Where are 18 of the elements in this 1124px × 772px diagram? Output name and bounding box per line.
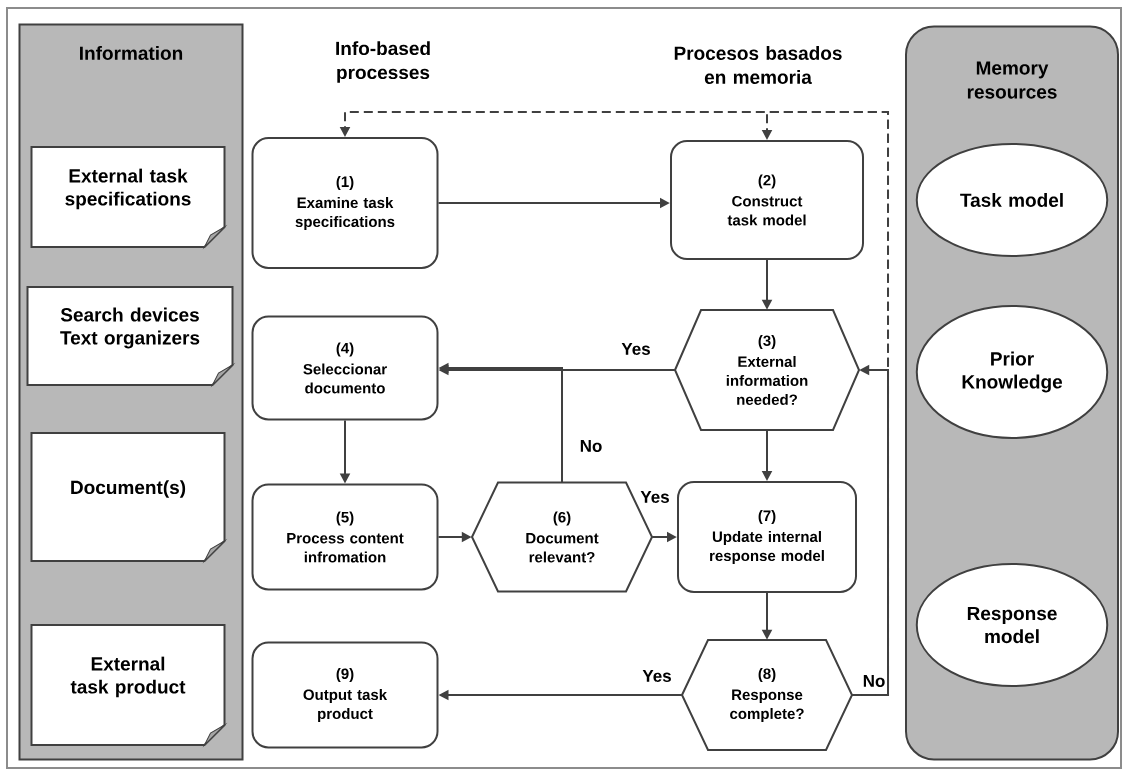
process-box: (1) Examine task specifications xyxy=(251,137,439,269)
process-box: (2) Construct task model xyxy=(670,140,864,260)
document-note: Search devices Text organizers xyxy=(26,286,234,386)
edge-label: Yes xyxy=(620,342,652,356)
column-heading: Procesos basados en memoria xyxy=(674,46,842,84)
process-box: (5) Process content infromation xyxy=(251,483,439,591)
document-note: External task specifications xyxy=(30,146,226,248)
process-box: (7) Update internal response model xyxy=(677,481,857,593)
panel-heading: Information xyxy=(80,46,183,60)
edge-label: No xyxy=(861,674,887,688)
panel-heading: Memory resources xyxy=(967,61,1057,99)
process-box: (9) Output task product xyxy=(251,641,439,749)
edge-label: Yes xyxy=(641,669,673,683)
process-box: (4) Seleccionar documento xyxy=(251,315,439,421)
document-note: Document(s) xyxy=(30,432,226,562)
document-note: External task product xyxy=(30,624,226,746)
column-heading: Info-based processes xyxy=(336,41,430,83)
edge-label: No xyxy=(578,439,604,453)
